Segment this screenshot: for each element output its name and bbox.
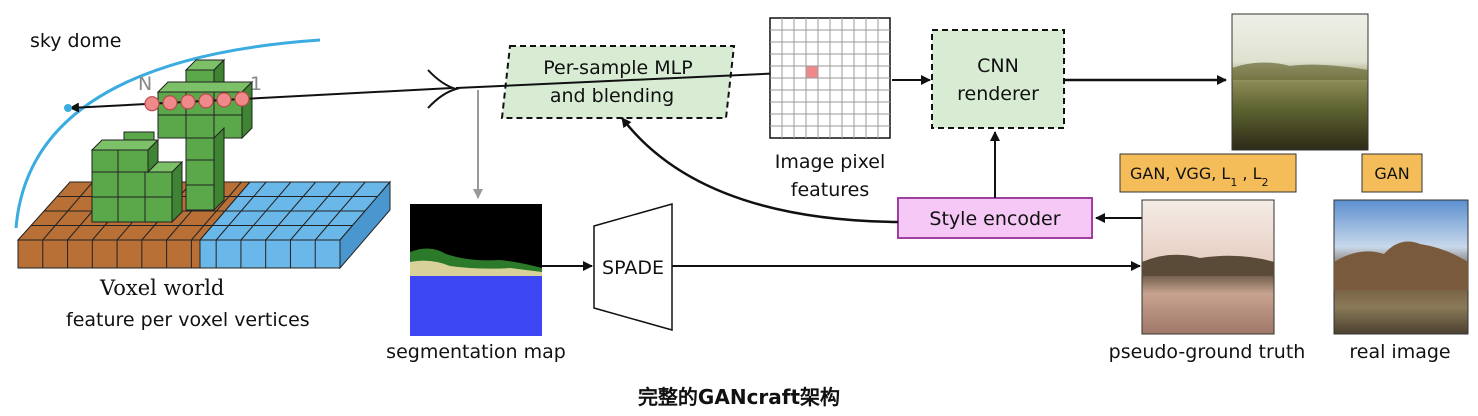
voxel-world (16, 58, 392, 270)
mlp-label-line1: Per-sample MLP (543, 57, 692, 79)
segmentation-map-image (410, 204, 542, 336)
pixel-label-line2: features (791, 179, 870, 201)
segmentation-map-label: segmentation map (386, 341, 566, 363)
ray-1-label: 1 (250, 73, 262, 95)
pseudo-ground-truth-image (1141, 199, 1275, 335)
voxel-world-sublabel: feature per voxel vertices (66, 309, 310, 331)
pseudo-ground-truth-label: pseudo-ground truth (1109, 341, 1306, 363)
real-image (1333, 199, 1469, 335)
camera-icon (427, 69, 460, 109)
cnn-label-line2: renderer (957, 83, 1039, 105)
mlp-label-line2: and blending (550, 85, 674, 107)
loss-tag-real (1361, 153, 1423, 193)
loss-tag-real-text: GAN (1374, 164, 1409, 183)
ray-n-label: N (138, 73, 152, 95)
voxel-world-label: Voxel world (99, 276, 224, 300)
spade-label: SPADE (602, 257, 664, 279)
spade-block (593, 203, 673, 331)
rendered-output-image (1231, 13, 1369, 151)
image-pixel-grid (769, 17, 891, 139)
ray-sample-points (144, 91, 250, 112)
loss-tag-pseudo (1119, 153, 1297, 193)
pixel-label-line1: Image pixel (775, 151, 886, 173)
style-to-mlp-arrow (621, 117, 899, 224)
camera-ray (69, 87, 453, 113)
figure-caption: 完整的GANcraft架构 (638, 385, 840, 409)
real-image-label: real image (1349, 341, 1450, 363)
style-encoder-label: Style encoder (929, 208, 1060, 230)
sky-hit-point (64, 104, 72, 112)
sky-dome-arc (14, 38, 321, 229)
loss-tag-pseudo-text: GAN, VGG, L1 , L2 (1130, 164, 1268, 189)
cnn-renderer-box (931, 29, 1065, 129)
sky-dome-label: sky dome (30, 30, 121, 52)
mlp-box (500, 45, 736, 119)
cnn-label-line1: CNN (977, 55, 1019, 77)
ray-to-pixel-line (455, 71, 807, 89)
